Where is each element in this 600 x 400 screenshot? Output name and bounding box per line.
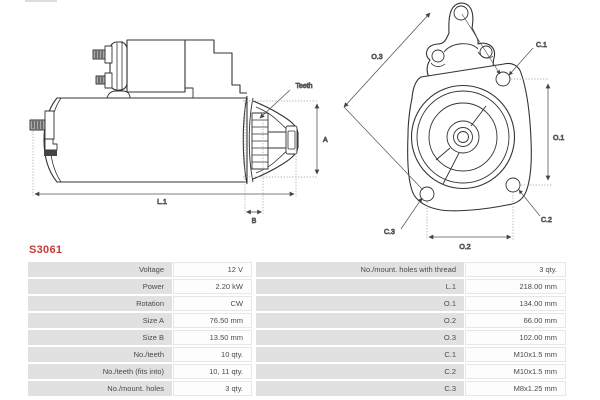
spec-label-cell: Voltage	[28, 262, 172, 277]
drive-housing	[242, 95, 299, 185]
spec-value-cell: M8x1.25 mm	[465, 381, 566, 396]
spec-label-cell: O.2	[256, 313, 464, 328]
front-view-dimensions: O.3 C.1 O.1 C.2 C.3 O.2	[343, 12, 565, 251]
spec-label-cell: No./teeth (fits into)	[28, 364, 172, 379]
spec-value-cell: 3 qty.	[173, 381, 252, 396]
spec-value-cell: 218.00 mm	[465, 279, 566, 294]
spec-label-cell: Rotation	[28, 296, 172, 311]
spec-label-cell: No./mount. holes with thread	[256, 262, 464, 277]
spec-value-cell: 102.00 mm	[465, 330, 566, 345]
dim-label-b: B	[252, 218, 257, 225]
spec-label-cell: No./mount. holes	[28, 381, 172, 396]
spec-value-cell: 134.00 mm	[465, 296, 566, 311]
spec-table-row: Rotation CW O.1 134.00 mm	[28, 296, 566, 311]
spec-table-row: Power 2.20 kW L.1 218.00 mm	[28, 279, 566, 294]
dim-label-teeth: Teeth	[295, 83, 312, 90]
spec-value-cell: 10, 11 qty.	[173, 364, 252, 379]
spec-label-cell: Size B	[28, 330, 172, 345]
spec-table-row: No./mount. holes 3 qty. C.3 M8x1.25 mm	[28, 381, 566, 396]
side-view-dimensions: Teeth A B L.1	[32, 83, 328, 225]
spec-value-cell: 12 V	[173, 262, 252, 277]
spec-value-cell: 3 qty.	[465, 262, 566, 277]
spec-value-cell: 13.50 mm	[173, 330, 252, 345]
dim-label-o2: O.2	[459, 244, 470, 251]
cropped-edge-artifact	[25, 0, 57, 2]
spec-label-cell: O.3	[256, 330, 464, 345]
dim-label-o3: O.3	[371, 54, 382, 61]
spec-label-cell: Power	[28, 279, 172, 294]
spec-label-cell: L.1	[256, 279, 464, 294]
spec-table: Voltage 12 V No./mount. holes with threa…	[28, 262, 566, 398]
spec-label-cell: C.2	[256, 364, 464, 379]
spec-table-row: Size B 13.50 mm O.3 102.00 mm	[28, 330, 566, 345]
spec-table-row: Size A 76.50 mm O.2 66.00 mm	[28, 313, 566, 328]
dim-label-c2: C.2	[541, 217, 552, 224]
spec-value-cell: M10x1.5 mm	[465, 364, 566, 379]
spec-label-cell: C.3	[256, 381, 464, 396]
spec-value-cell: 66.00 mm	[465, 313, 566, 328]
spec-label-cell: Size A	[28, 313, 172, 328]
dim-label-o1: O.1	[553, 135, 564, 142]
spec-value-cell: M10x1.5 mm	[465, 347, 566, 362]
mounting-flange	[407, 62, 532, 212]
hole-c3	[419, 186, 435, 202]
hole-c1	[495, 71, 511, 87]
spec-value-cell: 76.50 mm	[173, 313, 252, 328]
spec-table-row: Voltage 12 V No./mount. holes with threa…	[28, 262, 566, 277]
dim-label-l1: L.1	[157, 199, 167, 206]
spec-table-row: No./teeth 10 qty. C.1 M10x1.5 mm	[28, 347, 566, 362]
spec-value-cell: CW	[173, 296, 252, 311]
front-view-drawing	[407, 2, 532, 212]
dim-label-c1: C.1	[536, 42, 547, 49]
spec-table-row: No./teeth (fits into) 10, 11 qty. C.2 M1…	[28, 364, 566, 379]
dim-label-c3: C.3	[384, 229, 395, 236]
solenoid	[92, 39, 247, 99]
spec-label-cell: O.1	[256, 296, 464, 311]
spec-value-cell: 2.20 kW	[173, 279, 252, 294]
spec-value-cell: 10 qty.	[173, 347, 252, 362]
side-view-drawing	[29, 39, 299, 185]
dim-label-a: A	[323, 137, 328, 144]
technical-drawing: Teeth A B L.1	[29, 2, 565, 251]
spec-label-cell: No./teeth	[28, 347, 172, 362]
rear-stud	[29, 110, 58, 156]
spec-label-cell: C.1	[256, 347, 464, 362]
part-number: S3061	[29, 244, 63, 256]
motor-body	[43, 97, 248, 183]
top-bracket	[425, 2, 498, 84]
pinion	[251, 112, 269, 170]
